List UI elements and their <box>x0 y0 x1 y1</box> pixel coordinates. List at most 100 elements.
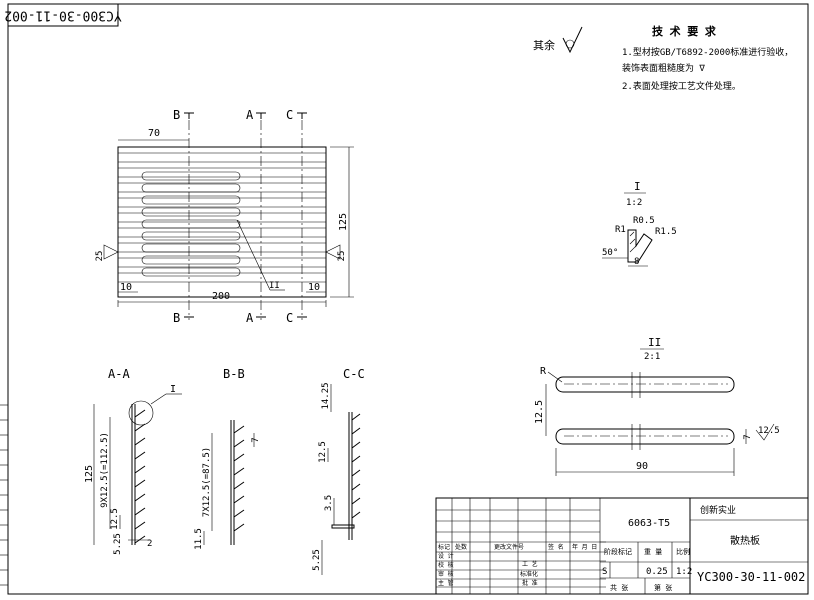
detail-i-angle: 50° <box>602 248 618 258</box>
section-marker-b-top: B <box>173 108 180 122</box>
roughness-right-icon <box>325 244 341 260</box>
row-0-c4: 签 名 <box>548 543 564 551</box>
dim-left-margin: 10 <box>120 282 132 293</box>
section-BB: B-B 7X12.5(=87.5) 11.5 7 <box>194 367 261 550</box>
title-block-scale: 1:2 <box>676 567 692 577</box>
title-block-stage-label: 阶段标记 <box>604 547 632 556</box>
title-block-part-name: 散热板 <box>730 534 760 547</box>
roughness-left-value: 25 <box>95 251 105 262</box>
tech-req-line-3: 2.表面处理按工艺文件处理。 <box>622 80 741 92</box>
section-marker-b-bottom: B <box>173 311 180 325</box>
tech-req-line-2: 装饰表面粗糙度为 ∇ <box>622 62 705 74</box>
section-cc-title: C-C <box>343 367 365 381</box>
section-cc-pitch: 12.5 <box>318 441 328 463</box>
detail-I: I 1:2 R1 R0.5 R1.5 50° 8 <box>602 180 677 267</box>
section-marker-a-top: A <box>246 108 254 122</box>
plan-view: B A C B A C 70 125 200 10 10 <box>95 108 354 325</box>
section-aa-detail-ref: I <box>170 384 176 395</box>
detail-i-profile <box>627 229 653 263</box>
title-block-rows: 标记 处数 更改文件号 签 名 年 月 日 设 计 工 艺 校 核 标准化 审 … <box>438 543 597 587</box>
detail-i-r15: R1.5 <box>655 227 677 237</box>
rotated-drawing-number-box: YC300-30-11-002 <box>4 3 122 27</box>
dim-bottom-width: 200 <box>212 291 230 302</box>
detail-ii-scale: 2:1 <box>644 352 660 362</box>
section-aa-title: A-A <box>108 367 130 381</box>
drawing-border <box>7 3 809 595</box>
section-cc-top: 14.25 <box>321 382 331 409</box>
detail-II: II 2:1 R 12.5 90 7 12.5 <box>534 336 780 476</box>
title-block: 6063-T5 创新实业 散热板 阶段标记 重 量 比例 S 0.25 1:2 … <box>435 497 809 595</box>
detail-i-r05: R0.5 <box>633 216 655 226</box>
section-bb-bottom: 11.5 <box>194 528 204 550</box>
section-aa-height: 125 <box>84 465 95 483</box>
row-2-c4: 标准化 <box>520 570 538 578</box>
row-3-c1: 审 核 <box>438 570 454 578</box>
row-4-c1: 主 管 <box>438 579 454 587</box>
detail-ii-thickness: 7 <box>743 434 753 439</box>
detail-ii-roughness-icon <box>755 423 775 441</box>
title-block-scale-label: 比例 <box>676 547 690 556</box>
roughness-right-value: 25 <box>337 251 347 262</box>
detail-i-label: I <box>634 180 641 193</box>
detail-ii-roughness: 12.5 <box>758 426 780 436</box>
section-aa-bottom: 5.25 <box>113 533 123 555</box>
tech-req-line-1: 1.型材按GB/T6892-2000标准进行验收， <box>622 46 793 58</box>
section-markers-bottom: B A C <box>173 311 307 325</box>
section-cc-bottom: 5.25 <box>312 549 322 571</box>
section-marker-c-bottom: C <box>286 311 293 325</box>
row-0-c2: 处数 <box>455 543 467 551</box>
roughness-left-icon <box>103 244 119 260</box>
section-markers-top: B A C <box>173 108 307 122</box>
row-0-c1: 标记 <box>438 543 450 551</box>
detail-i-depth: 8 <box>634 257 639 267</box>
section-marker-c-top: C <box>286 108 293 122</box>
detail-i-r1: R1 <box>615 225 626 235</box>
section-CC: C-C 14.25 12.5 3.5 5.25 <box>312 367 365 575</box>
section-aa-pitch: 12.5 <box>110 508 120 530</box>
section-marker-a-bottom: A <box>246 311 254 325</box>
title-block-sheet-of-label: 第 张 <box>654 583 672 592</box>
title-block-sheet-label: 共 张 <box>610 583 628 592</box>
title-block-drawing-number: YC300-30-11-002 <box>697 570 805 584</box>
section-bb-fin: 7 <box>251 437 261 442</box>
title-block-stage-mark: S <box>602 567 607 577</box>
row-0-c3: 更改文件号 <box>494 543 524 551</box>
section-bb-fins <box>233 425 245 532</box>
section-cc-offset: 3.5 <box>324 495 334 511</box>
dim-height: 125 <box>338 213 349 231</box>
row-3-c4: 批 准 <box>522 579 538 587</box>
technical-requirements: 技 术 要 求 1.型材按GB/T6892-2000标准进行验收， 装饰表面粗糙… <box>622 24 793 92</box>
detail-ii-length: 90 <box>636 461 648 472</box>
section-bb-pitch-total: 7X12.5(=87.5) <box>202 447 212 517</box>
section-aa-thickness: 2 <box>147 539 152 549</box>
tech-req-title: 技 术 要 求 <box>652 24 717 38</box>
general-roughness-label: 其余 <box>533 38 555 52</box>
dim-right-margin: 10 <box>308 282 320 293</box>
title-block-weight: 0.25 <box>646 567 668 577</box>
title-block-material: 6063-T5 <box>628 518 670 529</box>
detail-i-ref-circle <box>128 400 154 426</box>
section-aa-fins <box>134 409 146 544</box>
detail-ii-label: II <box>648 336 661 349</box>
margin-ticks <box>0 404 9 594</box>
detail-ii-callout: II <box>269 281 280 291</box>
detail-ii-radius: R <box>540 366 547 377</box>
section-bb-title: B-B <box>223 367 245 381</box>
detail-i-scale: 1:2 <box>626 198 642 208</box>
row-1-c4: 工 艺 <box>522 560 538 568</box>
section-AA: A-A I 125 9X12.5(=112.5) 12.5 5.25 2 <box>84 367 182 555</box>
rotated-drawing-number: YC300-30-11-002 <box>4 8 121 23</box>
detail-ii-spacing: 12.5 <box>534 400 545 424</box>
section-cc-fins <box>351 413 361 519</box>
plate-slots <box>141 171 241 277</box>
roughness-symbol-icon <box>562 26 583 54</box>
row-2-c1: 校 核 <box>438 561 454 569</box>
title-block-weight-label: 重 量 <box>644 548 662 556</box>
general-roughness-note: 其余 <box>533 26 583 54</box>
plate-fin-lines <box>118 152 326 283</box>
row-0-c5: 年 月 日 <box>572 543 597 551</box>
title-block-company: 创新实业 <box>700 504 736 516</box>
section-aa-pitch-total: 9X12.5(=112.5) <box>100 432 110 508</box>
dim-top-offset: 70 <box>148 128 160 139</box>
